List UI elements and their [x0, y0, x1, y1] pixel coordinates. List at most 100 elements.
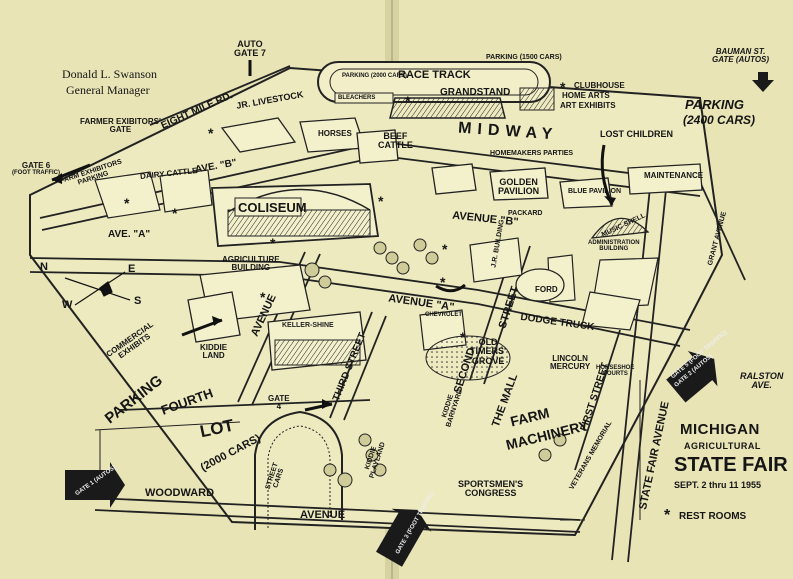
road-state-fair-avenue [611, 167, 653, 561]
commercial-arrowhead [212, 316, 222, 326]
clubhouse-building [519, 87, 555, 111]
packard-label: PACKARD [508, 210, 543, 217]
road-ave-a-edge [29, 271, 681, 347]
title-agricultural: AGRICULTURAL [684, 441, 761, 451]
home-arts-label: HOME ARTS [562, 91, 610, 100]
road-grant [699, 181, 746, 281]
parking-east-line-1: PARKING [685, 97, 744, 112]
old-timers-grove-label: OLD TIMERS' GROVE [470, 337, 507, 366]
coliseum-label: COLISEUM [238, 200, 307, 215]
compass-north: N [40, 261, 48, 273]
title-michigan: MICHIGAN [680, 421, 760, 438]
tree-clusters [304, 238, 567, 488]
bauman-gate-line-1: BAUMAN ST. [715, 47, 766, 56]
restroom-marker: * [405, 93, 411, 109]
gate-7-line-2: GATE 7 [234, 48, 266, 59]
bleachers-label: BLEACHERS [338, 95, 376, 101]
administration-label: ADMINISTRATION BUILDING [588, 240, 640, 253]
jr-building-arrow [435, 283, 466, 293]
kiddie-land-line-1: KIDDIE [200, 343, 228, 352]
keller-shine-label: KELLER-SHINE [282, 322, 334, 329]
golden-line-2: PAVILION [498, 186, 540, 197]
race-track-label: RACE TRACK [398, 69, 471, 81]
ford-label: FORD [535, 285, 558, 294]
avenue-bottom-label: AVENUE [300, 509, 346, 521]
kiddie-land-label: KIDDIE LAND [200, 343, 228, 361]
lincoln-line-1: LINCOLN [552, 354, 588, 363]
gate-3-arrow [376, 508, 432, 567]
art-exhibits-label: ART EXHIBITS [560, 101, 616, 110]
beef-line-2: CATTLE [378, 140, 413, 151]
gate-4-line-2: 4 [276, 402, 282, 412]
horseshoe-courts-label: HORSESHOE COURTS [596, 365, 634, 378]
admin-line-2: BUILDING [599, 246, 629, 253]
restroom-marker: * [378, 193, 384, 209]
legend-symbol: * [664, 507, 671, 524]
lost-children-arrowhead [604, 196, 616, 205]
gate-6-line-1: GATE 6 [21, 161, 51, 170]
agriculture-building [187, 264, 311, 343]
gate-4-label: GATE 4 [268, 394, 290, 412]
road-woodward [94, 497, 581, 521]
compass-east: E [128, 263, 136, 275]
horseshoe-line-2: COURTS [602, 371, 628, 378]
music-shell [590, 217, 650, 239]
golden-pavilion-label: GOLDEN PAVILION [498, 177, 540, 197]
golden-line-1: GOLDEN [499, 177, 538, 187]
bauman-gate-line-2: GATE (AUTOS) [712, 55, 770, 65]
gate-4-arrowhead [322, 399, 332, 409]
gate-4-line-1: GATE [268, 394, 290, 403]
ralston-line-1: RALSTON [740, 371, 784, 381]
road-third-street-edge [343, 315, 387, 421]
title-dates: SEPT. 2 thru 11 1955 [674, 480, 762, 490]
livestock-barns [220, 117, 399, 164]
bleachers-building [334, 92, 394, 104]
road-eight-mile [149, 65, 291, 126]
beef-cattle-label: BEEF CATTLE [378, 131, 413, 151]
sportsmens-line-2: CONGRESS [464, 488, 517, 499]
gate-1-arrow [65, 462, 125, 508]
admin-line-1: ADMINISTRATION [588, 240, 640, 246]
farmer-gate-line-2: GATE [109, 125, 132, 135]
gate-arrows [65, 72, 774, 567]
woodward-label: WOODWARD [145, 487, 215, 499]
north-pavilions [431, 163, 703, 209]
gate-2-arrow [666, 350, 718, 403]
restroom-marker: * [260, 289, 266, 305]
parking-east-line-2: (2400 CARS) [683, 113, 756, 127]
race-track [317, 61, 551, 103]
restroom-marker: * [208, 125, 214, 141]
homemakers-label: HOMEMAKERS PARTIES [490, 150, 574, 157]
ralston-ave-label: RALSTON AVE. [740, 371, 784, 391]
clubhouse-label: CLUBHOUSE [574, 81, 625, 90]
ralston-line-2: AVE. [751, 380, 772, 391]
old-timers-line-1: OLD [478, 337, 498, 347]
parking-infield-label: PARKING (2000 CARS) [342, 73, 407, 79]
old-timers-line-3: GROVE [471, 355, 505, 366]
bauman-gate-arrow [752, 72, 774, 92]
gate-7-label: AUTO GATE 7 [234, 39, 266, 59]
restroom-marker: * [124, 195, 130, 211]
street-car-track [267, 425, 331, 528]
sportsmens-line-1: SPORTSMEN'S [458, 479, 524, 489]
horses-label: HORSES [318, 129, 352, 138]
road-first-street [574, 329, 621, 471]
coliseum-building [211, 183, 380, 247]
restroom-marker: * [560, 79, 566, 95]
grandstand-building [389, 97, 506, 119]
road-state-fair-avenue-edge [627, 169, 669, 563]
title-state-fair: STATE FAIR [674, 454, 788, 476]
old-timers-line-2: TIMERS' [470, 346, 507, 357]
lincoln-line-2: MERCURY [550, 362, 591, 372]
chevrolet-label: CHEVROLET [425, 312, 463, 318]
restroom-marker: * [270, 235, 276, 251]
blue-pavilion-label: BLUE PAVILION [568, 188, 622, 195]
bauman-gate-label: BAUMAN ST. GATE (AUTOS) [712, 47, 770, 65]
restroom-marker: * [460, 329, 466, 345]
old-timers-grove [425, 335, 511, 381]
gate-6-line-2: (FOOT TRAFFIC) [12, 170, 60, 177]
manager-name: Donald L. Swanson [62, 67, 157, 81]
gate-6-label: GATE 6 (FOOT TRAFFIC) [12, 161, 60, 177]
lincoln-mercury-label: LINCOLN MERCURY [550, 354, 591, 372]
